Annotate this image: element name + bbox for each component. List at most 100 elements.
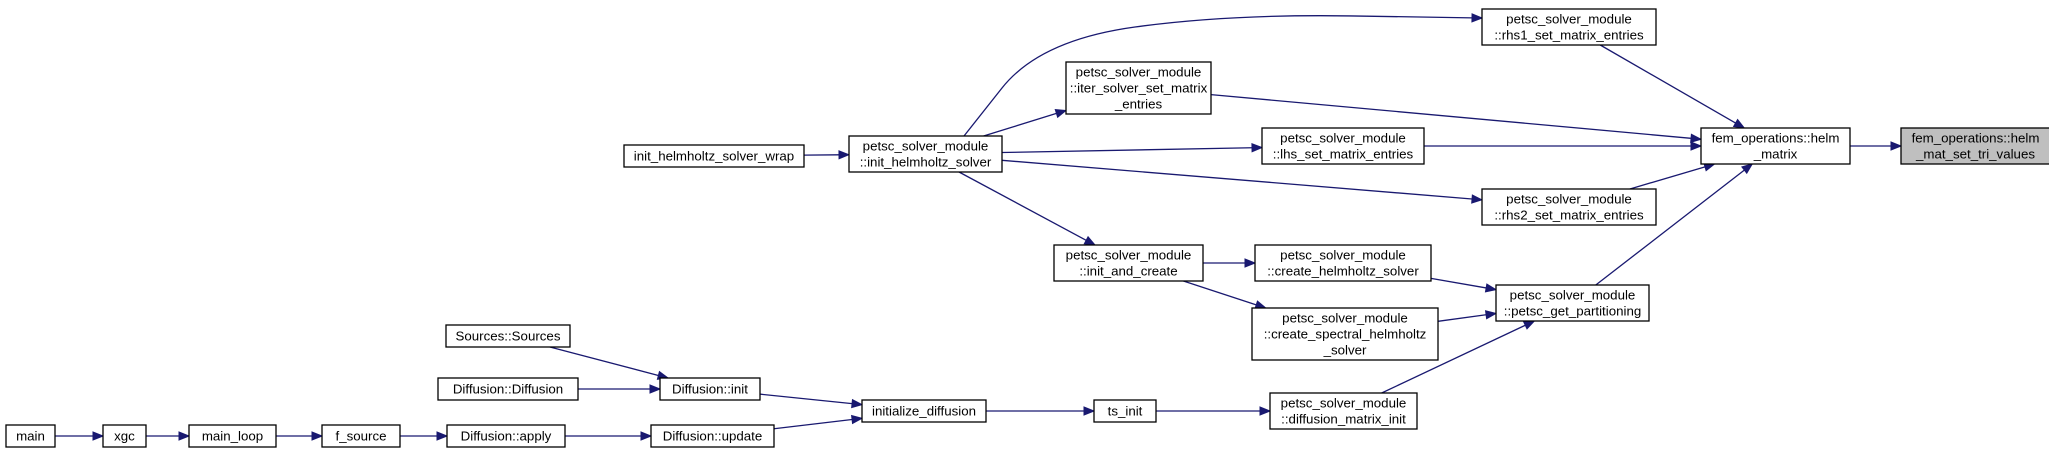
node-diff-init[interactable]: Diffusion::init xyxy=(659,377,761,401)
node-xgc[interactable]: xgc xyxy=(102,424,147,448)
node-box xyxy=(1269,392,1418,430)
arrowhead-icon xyxy=(1741,163,1754,175)
arrowhead-icon xyxy=(1690,141,1703,151)
node-rhs1[interactable]: petsc_solver_module::rhs1_set_matrix_ent… xyxy=(1481,8,1657,46)
node-label-line: ::create_helmholtz_solver xyxy=(1267,264,1419,279)
node-init-create[interactable]: petsc_solver_module::init_and_create xyxy=(1053,244,1204,282)
node-label-line: ::iter_solver_set_matrix xyxy=(1070,81,1208,96)
node-create-helm[interactable]: petsc_solver_module::create_helmholtz_so… xyxy=(1254,244,1432,282)
node-init-helm[interactable]: petsc_solver_module::init_helmholtz_solv… xyxy=(848,135,1003,173)
edge-init_helm-to-iter xyxy=(983,109,1068,137)
edge-diffusion-to-diff_init xyxy=(578,384,662,394)
node-box xyxy=(1065,61,1212,115)
arrowhead-icon xyxy=(311,431,324,441)
node-box xyxy=(437,377,579,401)
node-helm-tri[interactable]: fem_operations::helm_mat_set_tri_values xyxy=(1900,127,2049,165)
edge-create_spec-to-partition xyxy=(1437,310,1498,322)
arrowhead-icon xyxy=(1244,258,1257,268)
node-label-line: _mat_set_tri_values xyxy=(1915,147,2035,162)
node-diffusion[interactable]: Diffusion::Diffusion xyxy=(437,377,579,401)
arrowhead-icon xyxy=(1471,13,1484,23)
node-box xyxy=(623,144,805,168)
node-rhs2[interactable]: petsc_solver_module::rhs2_set_matrix_ent… xyxy=(1481,188,1657,226)
node-partition[interactable]: petsc_solver_module::petsc_get_partition… xyxy=(1495,284,1650,322)
arrowhead-icon xyxy=(640,431,653,441)
edge-init_create-to-create_helm xyxy=(1203,258,1257,268)
node-diff-mat[interactable]: petsc_solver_module::diffusion_matrix_in… xyxy=(1269,392,1418,430)
node-init-diff[interactable]: initialize_diffusion xyxy=(861,399,987,423)
edge-line xyxy=(1430,277,1487,289)
node-box xyxy=(1251,307,1439,361)
arrowhead-icon xyxy=(851,414,864,425)
node-wrap[interactable]: init_helmholtz_solver_wrap xyxy=(623,144,805,168)
edge-create_helm-to-partition xyxy=(1430,277,1498,293)
node-label-line: ::rhs1_set_matrix_entries xyxy=(1494,28,1644,43)
node-sources[interactable]: Sources::Sources xyxy=(445,324,571,348)
arrowhead-icon xyxy=(838,150,851,160)
node-label-line: fem_operations::helm xyxy=(1712,131,1840,146)
node-f-source[interactable]: f_source xyxy=(321,424,401,448)
node-ts-init[interactable]: ts_init xyxy=(1093,399,1157,423)
arrowhead-icon xyxy=(1471,194,1484,204)
edge-init_diff-to-ts_init xyxy=(986,406,1096,416)
arrowhead-icon xyxy=(436,431,449,441)
edge-init_helm-to-lhs xyxy=(1001,143,1264,154)
node-label-line: fem_operations::helm xyxy=(1912,131,2040,146)
node-label-line: _solver xyxy=(1323,343,1367,358)
node-box xyxy=(1053,244,1204,282)
edge-partition-to-helm xyxy=(1595,163,1754,286)
edges-layer xyxy=(55,13,1903,441)
arrowhead-icon xyxy=(851,398,864,409)
node-helm[interactable]: fem_operations::helm_matrix xyxy=(1700,127,1851,165)
node-label-line: ::rhs2_set_matrix_entries xyxy=(1494,208,1644,223)
node-main[interactable]: main xyxy=(5,424,56,448)
arrowhead-icon xyxy=(1259,406,1272,416)
edge-line xyxy=(1001,147,1253,154)
node-main-loop[interactable]: main_loop xyxy=(188,424,277,448)
arrowhead-icon xyxy=(1083,406,1096,416)
arrowhead-icon xyxy=(1083,235,1097,246)
edge-main_loop-to-f_source xyxy=(276,431,324,441)
node-create-spec[interactable]: petsc_solver_module::create_spectral_hel… xyxy=(1251,307,1439,361)
edge-xgc-to-main_loop xyxy=(146,431,191,441)
node-label-line: ::lhs_set_matrix_entries xyxy=(1273,147,1414,162)
arrowhead-icon xyxy=(1484,283,1498,293)
node-label-line: initialize_diffusion xyxy=(872,404,976,419)
node-label-line: Sources::Sources xyxy=(456,329,561,344)
node-label-line: petsc_solver_module xyxy=(1066,248,1192,263)
edge-line xyxy=(983,112,1057,137)
edge-line xyxy=(1595,169,1745,286)
edge-line xyxy=(963,15,1473,137)
arrowhead-icon xyxy=(1484,310,1498,320)
edge-init_create-to-create_spec xyxy=(1183,280,1267,310)
node-diff-update[interactable]: Diffusion::update xyxy=(650,424,775,448)
node-box xyxy=(1261,127,1425,165)
arrowhead-icon xyxy=(649,384,662,394)
edge-line xyxy=(1437,314,1487,322)
node-diff-apply[interactable]: Diffusion::apply xyxy=(446,424,566,448)
node-label-line: _entries xyxy=(1114,97,1163,112)
node-box xyxy=(1254,244,1432,282)
edge-line xyxy=(759,393,853,405)
edge-line xyxy=(1001,159,1473,200)
node-iter[interactable]: petsc_solver_module::iter_solver_set_mat… xyxy=(1065,61,1212,115)
edge-diff_init-to-init_diff xyxy=(759,393,864,409)
arrowhead-icon xyxy=(178,431,191,441)
edge-wrap-to-init_helm xyxy=(803,150,851,160)
edge-main-to-xgc xyxy=(55,431,105,441)
arrowhead-icon xyxy=(1690,133,1703,143)
node-box xyxy=(1481,188,1657,226)
node-box xyxy=(188,424,277,448)
node-box xyxy=(848,135,1003,173)
node-box xyxy=(446,424,566,448)
edge-f_source-to-diff_apply xyxy=(400,431,449,441)
edge-ts_init-to-diff_mat xyxy=(1156,406,1272,416)
node-box xyxy=(650,424,775,448)
edge-line xyxy=(549,346,659,377)
arrowhead-icon xyxy=(1890,141,1903,151)
node-box xyxy=(5,424,56,448)
node-label-line: ::init_and_create xyxy=(1079,264,1177,279)
node-box xyxy=(1093,399,1157,423)
arrowhead-icon xyxy=(1732,118,1746,129)
node-lhs[interactable]: petsc_solver_module::lhs_set_matrix_entr… xyxy=(1261,127,1425,165)
